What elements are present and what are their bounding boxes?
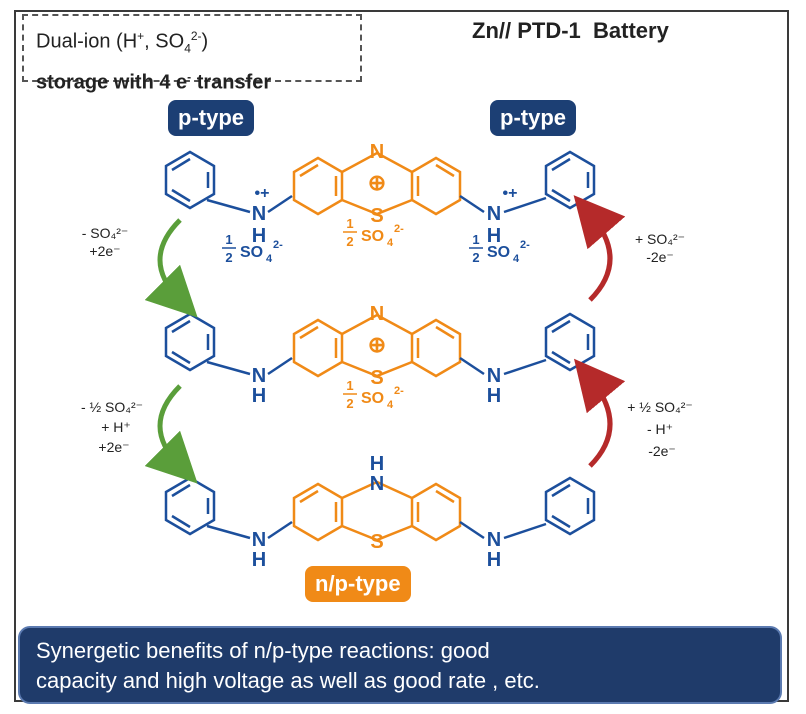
counterion-right-row1: 1 2 SO 4 2- bbox=[469, 232, 530, 265]
atom-nh-h-left-row1: H bbox=[252, 225, 266, 247]
reduction-arrow-top bbox=[144, 218, 198, 318]
dual-ion-storage-label: Dual-ion (H+, SO42-) storage with 4 e- t… bbox=[22, 14, 362, 93]
counterion-left-row1: 1 2 SO 4 2- bbox=[222, 232, 283, 265]
so4-sup: 2- bbox=[520, 239, 530, 251]
oxidation-arrow-bottom bbox=[574, 358, 626, 468]
atom-nh-h-right-row3: H bbox=[487, 549, 501, 571]
np-type-badge: n/p-type bbox=[305, 566, 411, 602]
header-line1: Dual-ion (H+, SO42-) bbox=[36, 22, 348, 63]
arrow-label-right-top-2: -2e⁻ bbox=[646, 249, 674, 265]
atom-s-row1: S bbox=[370, 205, 383, 227]
phenothiazine-core-1 bbox=[292, 151, 462, 216]
radical-cation-right: •+ bbox=[503, 185, 518, 202]
header-line1-suffix: ) bbox=[201, 30, 209, 53]
molecule-row1 bbox=[164, 150, 596, 216]
oxidation-arrow-top bbox=[573, 195, 626, 302]
arrow-label-left-bottom-1: - ½ SO₄²⁻ bbox=[81, 399, 143, 415]
molecule-row2 bbox=[164, 312, 596, 378]
half-num: 1 bbox=[346, 216, 353, 231]
half-den: 2 bbox=[346, 396, 353, 411]
counterion-center-row2: 1 2 SO 4 2- bbox=[343, 378, 404, 411]
atom-n-row2: N bbox=[370, 303, 384, 325]
half-den: 2 bbox=[472, 250, 479, 265]
atom-nh-h-right-row1: H bbox=[487, 225, 501, 247]
phenothiazine-core-2 bbox=[292, 313, 462, 378]
left-phenyl-ring-3 bbox=[164, 476, 216, 536]
atom-nh-h-right-row2: H bbox=[487, 385, 501, 407]
atom-n-row3: N bbox=[370, 473, 384, 495]
header-line1-sub: 4 bbox=[184, 41, 191, 56]
arrow-label-right-bottom-3: -2e⁻ bbox=[648, 443, 676, 459]
half-den: 2 bbox=[225, 250, 232, 265]
positive-charge-row2: ⊕ bbox=[368, 332, 386, 357]
p-type-badge-left: p-type bbox=[168, 100, 254, 136]
atom-nh-h-left-row3: H bbox=[252, 549, 266, 571]
atom-s-row2: S bbox=[370, 367, 383, 389]
counterion-center-row1: 1 2 SO 4 2- bbox=[343, 216, 404, 249]
right-phenyl-ring-3 bbox=[544, 476, 596, 536]
header-line1-mid: , SO bbox=[144, 30, 185, 53]
reduction-arrow-bottom bbox=[144, 384, 198, 484]
p-type-badge-right: p-type bbox=[490, 100, 576, 136]
header-line1-prefix: Dual-ion (H bbox=[36, 30, 138, 53]
header-line2-sup: - bbox=[187, 69, 192, 84]
so4-sup: 2- bbox=[394, 223, 404, 235]
atom-nh-n-right-row1: N bbox=[487, 203, 501, 225]
half-num: 1 bbox=[346, 378, 353, 393]
atom-nh-n-right-row2: N bbox=[487, 365, 501, 387]
arrow-label-right-top-1: + SO₄²⁻ bbox=[635, 231, 685, 247]
atom-nh-n-left-row2: N bbox=[252, 365, 266, 387]
arrow-label-left-bottom-3: +2e⁻ bbox=[98, 439, 129, 455]
arrow-label-left-top-1: - SO₄²⁻ bbox=[82, 225, 129, 241]
right-phenyl-ring-1 bbox=[544, 150, 596, 210]
arrow-label-right-bottom-1: + ½ SO₄²⁻ bbox=[627, 399, 693, 415]
so4-text: SO bbox=[361, 390, 384, 407]
arrow-label-right-bottom-2: - H⁺ bbox=[647, 421, 673, 437]
atom-nh-n-right-row3: N bbox=[487, 529, 501, 551]
radical-cation-left: •+ bbox=[255, 185, 270, 202]
so4-text: SO bbox=[487, 244, 510, 261]
so4-sup: 2- bbox=[394, 385, 404, 397]
right-phenyl-ring-2 bbox=[544, 312, 596, 372]
arrow-label-left-bottom-2: + H⁺ bbox=[101, 419, 131, 435]
banner-line2: capacity and high voltage as well as goo… bbox=[36, 668, 540, 693]
half-den: 2 bbox=[346, 234, 353, 249]
atom-n-row1: N bbox=[370, 141, 384, 163]
so4-sub: 4 bbox=[513, 253, 520, 265]
so4-sub: 4 bbox=[266, 253, 273, 265]
arrow-label-left-top-2: +2e⁻ bbox=[89, 243, 120, 259]
positive-charge-row1: ⊕ bbox=[368, 170, 386, 195]
header-line1-plus: + bbox=[137, 29, 145, 43]
header-line2-suffix: transfer bbox=[191, 71, 272, 94]
half-num: 1 bbox=[225, 232, 232, 247]
so4-sub: 4 bbox=[387, 399, 394, 411]
atom-nh-n-left-row1: N bbox=[252, 203, 266, 225]
left-phenyl-ring-1 bbox=[164, 150, 216, 210]
header-line1-sup: 2- bbox=[190, 29, 202, 43]
atom-h-row3: H bbox=[370, 453, 384, 475]
so4-text: SO bbox=[240, 244, 263, 261]
molecule-row3 bbox=[164, 476, 596, 542]
left-phenyl-ring-2 bbox=[164, 312, 216, 372]
summary-banner: Synergetic benefits of n/p-type reaction… bbox=[18, 626, 782, 704]
header-line2-prefix: storage with 4 e bbox=[36, 71, 188, 94]
atom-nh-h-left-row2: H bbox=[252, 385, 266, 407]
atom-nh-n-left-row3: N bbox=[252, 529, 266, 551]
phenothiazine-core-3 bbox=[292, 480, 462, 542]
so4-sub: 4 bbox=[387, 237, 394, 249]
atom-s-row3: S bbox=[370, 531, 383, 553]
so4-text: SO bbox=[361, 228, 384, 245]
battery-title: Zn// PTD-1 Battery bbox=[472, 18, 669, 43]
banner-line1: Synergetic benefits of n/p-type reaction… bbox=[36, 638, 490, 663]
so4-sup: 2- bbox=[273, 239, 283, 251]
header-line2: storage with 4 e- transfer bbox=[36, 63, 348, 97]
half-num: 1 bbox=[472, 232, 479, 247]
